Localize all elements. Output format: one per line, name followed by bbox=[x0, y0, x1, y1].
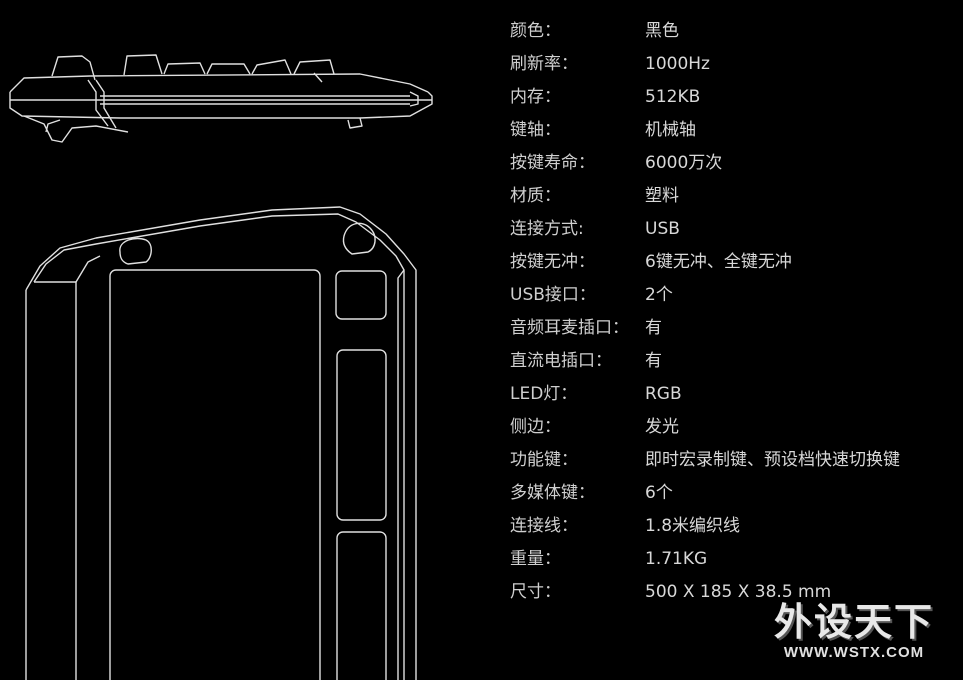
keyboard-side-view bbox=[9, 54, 433, 143]
spec-label: 按键寿命： bbox=[510, 153, 595, 173]
spec-row-led: LED灯： RGB bbox=[510, 380, 960, 413]
spec-value: USB bbox=[645, 219, 680, 239]
spec-row-side: 侧边： 发光 bbox=[510, 413, 960, 446]
spec-label: 重量： bbox=[510, 549, 561, 569]
spec-value: 有 bbox=[645, 318, 662, 338]
spec-label: 连接线： bbox=[510, 516, 578, 536]
spec-value: RGB bbox=[645, 384, 682, 404]
spec-value: 500 X 185 X 38.5 mm bbox=[645, 582, 832, 602]
spec-value: 塑料 bbox=[645, 186, 679, 206]
spec-label: 刷新率： bbox=[510, 54, 578, 74]
spec-value: 有 bbox=[645, 351, 662, 371]
spec-label: 颜色： bbox=[510, 21, 561, 41]
watermark-title: 外设天下 bbox=[773, 600, 934, 644]
spec-row-audio-jack: 音频耳麦插口： 有 bbox=[510, 314, 960, 347]
watermark-url: WWW.WSTX.COM bbox=[783, 644, 925, 661]
spec-label: 键轴： bbox=[510, 120, 561, 140]
spec-row-usb-ports: USB接口： 2个 bbox=[510, 281, 960, 314]
spec-value: 1000Hz bbox=[645, 54, 710, 74]
spec-label: 多媒体键： bbox=[510, 483, 595, 503]
spec-value: 1.71KG bbox=[645, 549, 708, 569]
spec-row-switch: 键轴： 机械轴 bbox=[510, 116, 960, 149]
spec-value: 2个 bbox=[645, 285, 673, 305]
spec-label: 音频耳麦插口： bbox=[510, 318, 629, 338]
spec-value: 6个 bbox=[645, 483, 673, 503]
spec-value: 机械轴 bbox=[645, 120, 696, 140]
spec-value: 发光 bbox=[645, 417, 679, 437]
spec-row-key-lifespan: 按键寿命： 6000万次 bbox=[510, 149, 960, 182]
spec-row-media-keys: 多媒体键： 6个 bbox=[510, 479, 960, 512]
spec-row-color: 颜色： 黑色 bbox=[510, 17, 960, 50]
spec-value: 6000万次 bbox=[645, 153, 723, 173]
spec-label: 内存： bbox=[510, 87, 561, 107]
spec-value: 即时宏录制键、预设档快速切换键 bbox=[645, 450, 900, 470]
spec-value: 512KB bbox=[645, 87, 701, 107]
spec-row-function-keys: 功能键： 即时宏录制键、预设档快速切换键 bbox=[510, 446, 960, 479]
spec-label: 材质： bbox=[510, 186, 561, 206]
spec-label: 尺寸： bbox=[510, 582, 561, 602]
spec-label: LED灯： bbox=[510, 384, 578, 404]
spec-row-memory: 内存： 512KB bbox=[510, 83, 960, 116]
spec-row-weight: 重量： 1.71KG bbox=[510, 545, 960, 578]
spec-row-refresh-rate: 刷新率： 1000Hz bbox=[510, 50, 960, 83]
spec-row-material: 材质： 塑料 bbox=[510, 182, 960, 215]
keyboard-line-drawing bbox=[9, 54, 433, 680]
spec-label: USB接口： bbox=[510, 285, 596, 305]
spec-list: 颜色： 黑色 刷新率： 1000Hz 内存： 512KB 键轴： 机械轴 按键寿… bbox=[510, 17, 960, 611]
spec-value: 6键无冲、全键无冲 bbox=[645, 252, 792, 272]
keyboard-top-view bbox=[25, 206, 417, 680]
spec-value: 黑色 bbox=[645, 21, 679, 41]
watermark-logo: 外设天下 WWW.WSTX.COM bbox=[759, 600, 949, 662]
spec-label: 直流电插口： bbox=[510, 351, 612, 371]
spec-row-connection: 连接方式: USB bbox=[510, 215, 960, 248]
spec-row-anti-ghosting: 按键无冲： 6键无冲、全键无冲 bbox=[510, 248, 960, 281]
spec-row-cable: 连接线： 1.8米编织线 bbox=[510, 512, 960, 545]
spec-label: 按键无冲： bbox=[510, 252, 595, 272]
spec-row-dc-jack: 直流电插口： 有 bbox=[510, 347, 960, 380]
spec-row-dimensions: 尺寸： 500 X 185 X 38.5 mm bbox=[510, 578, 960, 611]
spec-label: 功能键： bbox=[510, 450, 578, 470]
spec-value: 1.8米编织线 bbox=[645, 516, 741, 536]
spec-label: 侧边： bbox=[510, 417, 561, 437]
spec-label: 连接方式: bbox=[510, 219, 584, 239]
